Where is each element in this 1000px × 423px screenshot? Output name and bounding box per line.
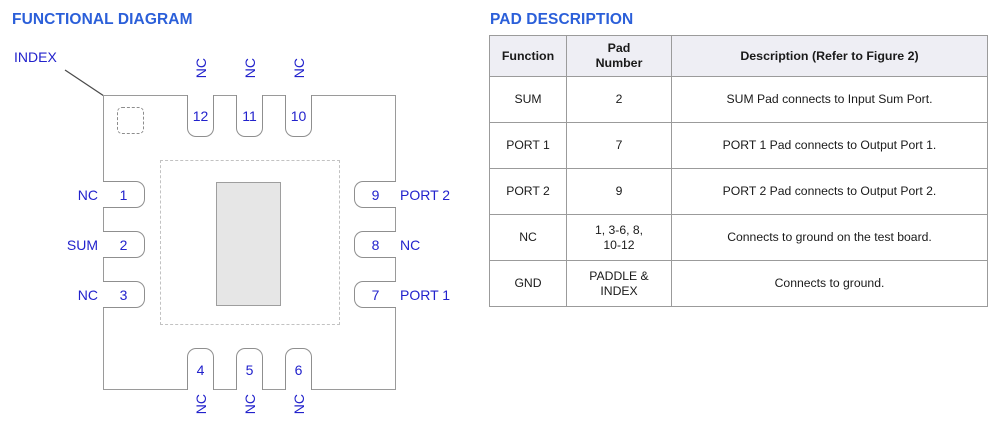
pad-1-label: NC: [77, 187, 98, 203]
table-header-row: Function Pad Number Description (Refer t…: [489, 35, 988, 77]
pad-1-number: 1: [119, 186, 128, 203]
pad-10-number: 10: [290, 107, 307, 124]
pad-8[interactable]: 8: [354, 231, 396, 258]
pad-2-number: 2: [119, 236, 128, 253]
pad-11-label: NC: [242, 58, 258, 79]
cell-function: PORT 1: [489, 122, 567, 169]
pad-8-number: 8: [371, 236, 380, 253]
cell-description: PORT 2 Pad connects to Output Port 2.: [671, 168, 988, 215]
pad-5-label: NC: [242, 394, 258, 415]
table-row: PORT 1 7 PORT 1 Pad connects to Output P…: [489, 122, 988, 169]
cell-description: PORT 1 Pad connects to Output Port 1.: [671, 122, 988, 169]
pad-11-number: 11: [242, 107, 257, 124]
pad-4[interactable]: 4: [187, 348, 214, 390]
table-row: PORT 2 9 PORT 2 Pad connects to Output P…: [489, 168, 988, 215]
paddle-outline: [160, 160, 340, 325]
index-mark: [117, 107, 144, 134]
cell-description: SUM Pad connects to Input Sum Port.: [671, 76, 988, 123]
pad-12-number: 12: [192, 107, 209, 124]
table-row: NC 1, 3-6, 8, 10-12 Connects to ground o…: [489, 214, 988, 261]
pad-5-number: 5: [245, 361, 254, 378]
pad-6-number: 6: [294, 361, 303, 378]
pad-7[interactable]: 7: [354, 281, 396, 308]
pad-8-label: NC: [400, 237, 421, 253]
pad-10[interactable]: 10: [285, 95, 312, 137]
column-header-description: Description (Refer to Figure 2): [671, 35, 988, 77]
pad-9-number: 9: [371, 186, 380, 203]
pad-description-table: Function Pad Number Description (Refer t…: [489, 35, 988, 307]
splitter-core: [216, 182, 281, 306]
pad-10-label: NC: [291, 58, 307, 79]
column-header-pad-number: Pad Number: [566, 35, 672, 77]
functional-diagram-heading: FUNCTIONAL DIAGRAM: [12, 11, 193, 28]
pad-3-number: 3: [119, 286, 128, 303]
pad-12[interactable]: 12: [187, 95, 214, 137]
cell-pad-number: 9: [566, 168, 672, 215]
cell-pad-number: 2: [566, 76, 672, 123]
column-header-function: Function: [489, 35, 567, 77]
table-body: SUM 2 SUM Pad connects to Input Sum Port…: [489, 76, 988, 307]
cell-pad-number: 7: [566, 122, 672, 169]
functional-diagram: INDEX 1 NC 2 SUM 3 NC 9 PORT 2 8 NC 7 PO…: [0, 0, 480, 423]
cell-function: PORT 2: [489, 168, 567, 215]
pad-2[interactable]: 2: [103, 231, 145, 258]
pad-9-label: PORT 2: [400, 187, 451, 203]
pad-11[interactable]: 11: [236, 95, 263, 137]
cell-function: NC: [489, 214, 567, 261]
cell-pad-number: PADDLE & INDEX: [566, 260, 672, 307]
pad-4-label: NC: [193, 394, 209, 415]
pad-4-number: 4: [196, 361, 205, 378]
table-row: SUM 2 SUM Pad connects to Input Sum Port…: [489, 76, 988, 123]
cell-function: SUM: [489, 76, 567, 123]
table-row: GND PADDLE & INDEX Connects to ground.: [489, 260, 988, 307]
pad-2-label: SUM: [66, 237, 98, 253]
pad-5[interactable]: 5: [236, 348, 263, 390]
pad-3[interactable]: 3: [103, 281, 145, 308]
pad-description-heading: PAD DESCRIPTION: [490, 11, 634, 28]
pad-12-label: NC: [193, 58, 209, 79]
pad-3-label: NC: [77, 287, 98, 303]
cell-description: Connects to ground.: [671, 260, 988, 307]
pad-7-number: 7: [371, 286, 380, 303]
pad-1[interactable]: 1: [103, 181, 145, 208]
pad-6[interactable]: 6: [285, 348, 312, 390]
pad-6-label: NC: [291, 394, 307, 415]
pad-9[interactable]: 9: [354, 181, 396, 208]
index-label: INDEX: [14, 49, 57, 65]
cell-description: Connects to ground on the test board.: [671, 214, 988, 261]
cell-pad-number: 1, 3-6, 8, 10-12: [566, 214, 672, 261]
pad-7-label: PORT 1: [400, 287, 451, 303]
cell-function: GND: [489, 260, 567, 307]
